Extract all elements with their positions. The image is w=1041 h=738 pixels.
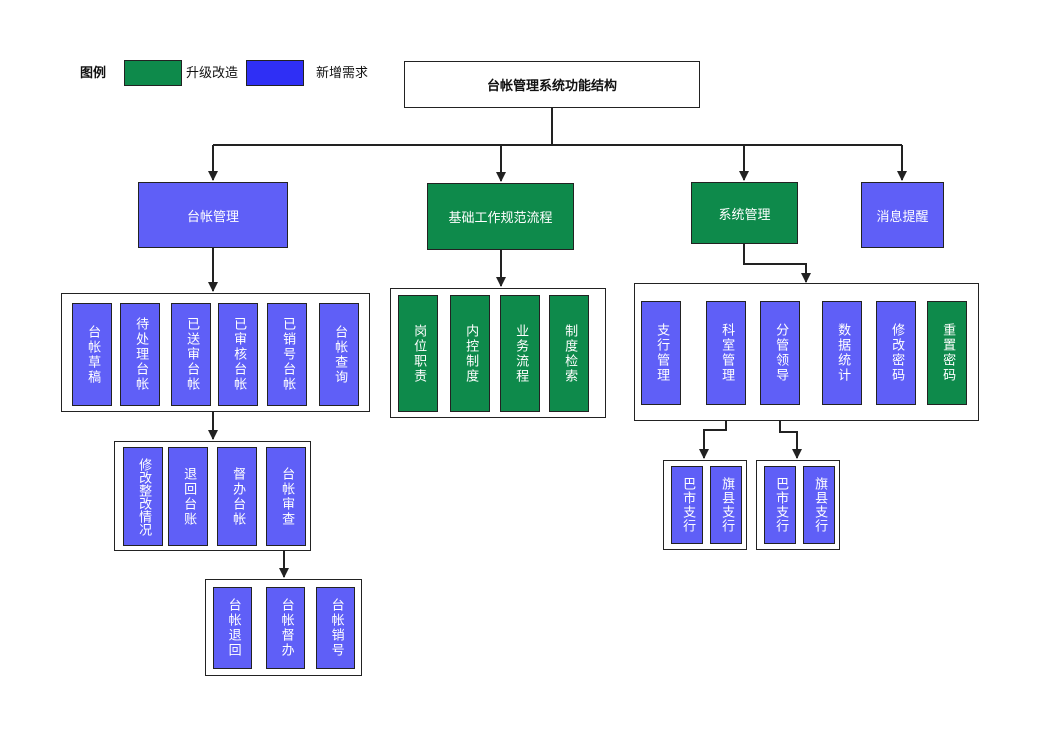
module-system: 系统管理 [691, 182, 798, 244]
ledger-item: 已送审台帐 [171, 303, 211, 406]
system-item: 数据统计 [822, 301, 862, 405]
arrow-system-group [743, 244, 811, 283]
audit-item: 台帐督办 [266, 587, 305, 669]
review-item: 台帐审查 [266, 447, 306, 546]
system-item: 分管领导 [760, 301, 800, 405]
system-item: 修改密码 [876, 301, 916, 405]
module-ledger: 台帐管理 [138, 182, 288, 248]
dept-item: 巴市支行 [671, 466, 703, 544]
ledger-item: 台帐查询 [319, 303, 359, 406]
audit-item: 台帐销号 [316, 587, 355, 669]
root-node: 台帐管理系统功能结构 [404, 61, 700, 108]
audit-item: 台帐退回 [213, 587, 252, 669]
module-workflow: 基础工作规范流程 [427, 183, 574, 250]
ledger-item: 已审核台帐 [218, 303, 258, 406]
review-item: 督办台帐 [217, 447, 257, 546]
legend-title: 图例 [80, 66, 107, 81]
legend-upgrade-label: 升级改造 [186, 66, 239, 81]
ledger-items-group [61, 293, 370, 412]
ledger-item: 台帐草稿 [72, 303, 112, 406]
review-item: 退回台账 [168, 447, 208, 546]
leader-item: 旗县支行 [803, 466, 835, 544]
review-item: 修改整改情况 [123, 447, 163, 546]
ledger-item: 已销号台帐 [267, 303, 307, 406]
dept-item: 旗县支行 [710, 466, 742, 544]
legend-new-swatch [246, 60, 304, 86]
workflow-item: 业务流程 [500, 295, 540, 412]
legend-upgrade-swatch [124, 60, 182, 86]
system-item: 重置密码 [927, 301, 967, 405]
system-item: 支行管理 [641, 301, 681, 405]
workflow-item: 内控制度 [450, 295, 490, 412]
module-message: 消息提醒 [861, 182, 944, 248]
system-items-group [634, 283, 979, 421]
ledger-item: 待处理台帐 [120, 303, 160, 406]
workflow-item: 制度检索 [549, 295, 589, 412]
workflow-item: 岗位职责 [398, 295, 438, 412]
legend-new-label: 新增需求 [316, 66, 369, 81]
leader-item: 巴市支行 [764, 466, 796, 544]
system-item: 科室管理 [706, 301, 746, 405]
